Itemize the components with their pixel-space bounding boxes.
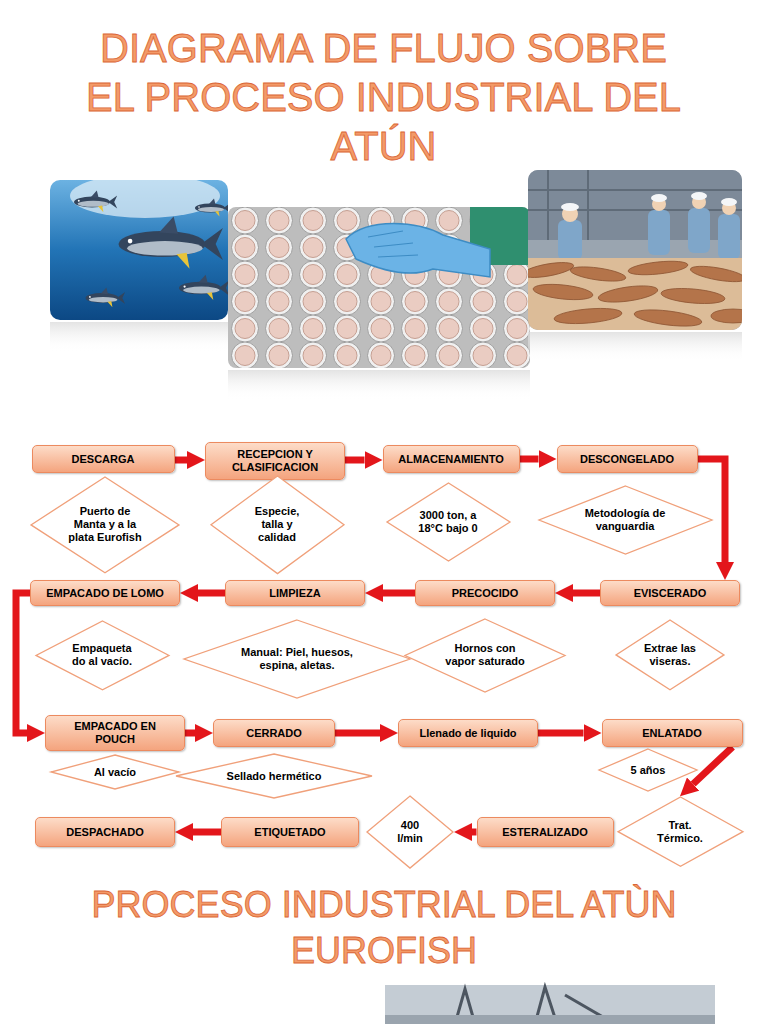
process-box: RECEPCION Y CLASIFICACION	[205, 442, 345, 480]
note-diamond: Manual: Piel, huesos, espina, aletas.	[183, 619, 411, 699]
node-text: Extrae las viseras.	[643, 642, 698, 668]
node-text: Hornos con vapor saturado	[445, 642, 526, 668]
node-text: EMPACADO EN POUCH	[65, 720, 165, 746]
note-diamond: Al vacío	[50, 754, 180, 790]
node-text: DESPACHADO	[66, 826, 143, 839]
process-box: DESCONGELADO	[557, 445, 698, 473]
process-box: EMPACADO EN POUCH	[45, 715, 185, 751]
flow-arrow	[472, 828, 477, 835]
process-box: EMPACADO DE LOMO	[30, 580, 180, 606]
flow-arrow	[538, 730, 584, 737]
note-diamond: Metodología de vanguardia	[538, 485, 713, 555]
process-box: PRECOCIDO	[415, 580, 555, 606]
flow-arrow	[573, 590, 600, 597]
flow-arrow	[198, 590, 225, 597]
factory-photo	[521, 170, 755, 330]
node-text: ENLATADO	[642, 727, 701, 740]
section-heading: PROCESO INDUSTRIAL DEL ATÙN EUROFISH	[74, 882, 694, 974]
process-box: DESPACHADO	[35, 817, 175, 847]
cans-photo	[228, 207, 530, 368]
process-box: Llenado de liquido	[398, 719, 538, 747]
node-text: DESCONGELADO	[580, 453, 674, 466]
port-photo	[385, 985, 715, 1024]
tuna-photo	[50, 174, 231, 320]
node-text: Manual: Piel, huesos, espina, aletas.	[240, 646, 354, 672]
node-text: ALMACENAMIENTO	[398, 453, 504, 466]
flow-arrow	[693, 747, 732, 784]
node-text: DESCARGA	[72, 453, 135, 466]
node-text: ETIQUETADO	[254, 826, 325, 839]
node-text: Puerto de Manta y a la plata Eurofish	[68, 505, 143, 544]
node-text: EVISCERADO	[634, 587, 707, 600]
flow-arrow	[335, 730, 380, 737]
node-text: 400 l/min	[388, 819, 432, 845]
process-box: ENLATADO	[602, 719, 743, 747]
process-box: ALMACENAMIENTO	[383, 445, 520, 473]
flow-arrow	[175, 457, 188, 464]
node-text: ESTERALIZADO	[502, 826, 588, 839]
node-text: 3000 ton, a 18°C bajo 0	[417, 509, 480, 535]
photo-reflection	[50, 322, 228, 352]
flow-arrow	[383, 590, 415, 597]
flow-arrow	[185, 730, 195, 737]
node-text: LIMPIEZA	[269, 587, 320, 600]
node-text: 5 años	[631, 764, 666, 777]
node-text: Metodología de vanguardia	[581, 507, 669, 533]
flow-arrow	[520, 456, 539, 463]
node-text: Empaqueta do al vacío.	[68, 642, 136, 668]
note-diamond: Puerto de Manta y a la plata Eurofish	[30, 476, 180, 574]
note-diamond: 400 l/min	[366, 795, 454, 869]
process-box: DESCARGA	[32, 445, 175, 473]
note-diamond: 3000 ton, a 18°C bajo 0	[386, 482, 511, 562]
node-text: Especie, talla y calidad	[243, 505, 311, 544]
node-text: PRECOCIDO	[452, 587, 519, 600]
process-box: ESTERALIZADO	[477, 817, 614, 847]
note-diamond: Empaqueta do al vacío.	[35, 620, 170, 691]
flow-arrow	[193, 829, 221, 836]
flow-arrow	[345, 457, 365, 464]
node-text: Trat. Térmico.	[648, 819, 712, 845]
photo-reflection	[528, 332, 742, 362]
flow-arrow	[698, 459, 726, 562]
note-diamond: Extrae las viseras.	[615, 619, 725, 691]
node-text: Al vacío	[94, 766, 136, 779]
node-text: RECEPCION Y CLASIFICACION	[220, 448, 330, 474]
note-diamond: Hornos con vapor saturado	[404, 618, 566, 693]
process-box: CERRADO	[213, 719, 335, 747]
node-text: CERRADO	[246, 727, 302, 740]
note-diamond: 5 años	[598, 748, 698, 792]
process-box: ETIQUETADO	[221, 817, 359, 847]
process-box: LIMPIEZA	[225, 580, 365, 606]
process-box: EVISCERADO	[600, 580, 740, 606]
node-text: EMPACADO DE LOMO	[46, 587, 164, 600]
note-diamond: Especie, talla y calidad	[210, 475, 345, 575]
diagram-title: DIAGRAMA DE FLUJO SOBRE EL PROCESO INDUS…	[76, 24, 691, 171]
node-text: Llenado de liquido	[419, 727, 516, 740]
photo-reflection	[228, 370, 530, 400]
note-diamond: Trat. Térmico.	[617, 796, 744, 867]
node-text: Sellado hermético	[227, 770, 322, 783]
note-diamond: Sellado hermético	[175, 753, 373, 799]
flow-arrow	[16, 593, 30, 733]
